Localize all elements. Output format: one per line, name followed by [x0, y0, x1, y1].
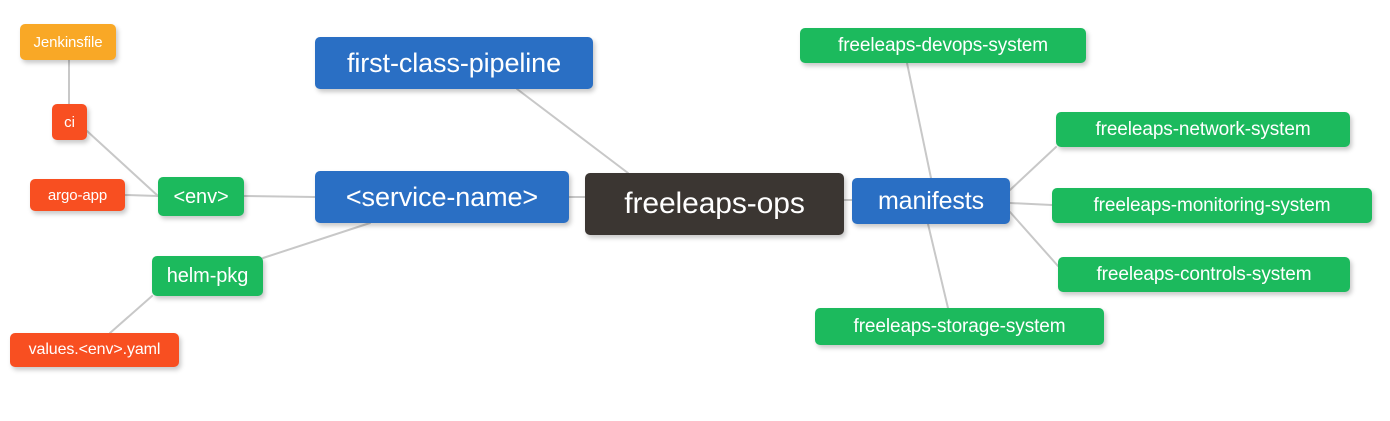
node-label: first-class-pipeline — [346, 47, 562, 78]
mindmap-node-first-class-pipeline[interactable]: first-class-pipeline — [315, 37, 593, 89]
node-label: ci — [64, 113, 75, 131]
node-label: <env> — [173, 185, 229, 208]
node-label: argo-app — [47, 186, 108, 204]
edge-manifests-to-network-system — [1009, 146, 1057, 191]
mindmap-node-devops-system[interactable]: freeleaps-devops-system — [800, 28, 1086, 63]
mindmap-node-jenkinsfile[interactable]: Jenkinsfile — [20, 24, 116, 60]
mindmap-node-service-name[interactable]: <service-name> — [315, 171, 569, 223]
mindmap-node-storage-system[interactable]: freeleaps-storage-system — [815, 308, 1104, 345]
node-label: values.<env>.yaml — [28, 341, 161, 358]
mindmap-node-monitoring-system[interactable]: freeleaps-monitoring-system — [1052, 188, 1372, 223]
mindmap-node-values-yaml[interactable]: values.<env>.yaml — [10, 333, 179, 367]
mindmap-node-controls-system[interactable]: freeleaps-controls-system — [1058, 257, 1350, 292]
edge-argo-app-to-env — [124, 194, 159, 197]
edge-manifests-to-devops-system — [906, 62, 932, 179]
node-label: helm-pkg — [166, 265, 249, 287]
edge-manifests-to-monitoring-system — [1009, 202, 1053, 206]
edge-values-yaml-to-helm-pkg — [109, 295, 153, 334]
edge-env-to-service-name — [243, 195, 316, 198]
edge-first-class-pipeline-to-freeleaps-ops — [516, 88, 629, 174]
node-label: freeleaps-network-system — [1095, 119, 1311, 140]
node-label: freeleaps-storage-system — [853, 316, 1066, 337]
mindmap-node-helm-pkg[interactable]: helm-pkg — [152, 256, 263, 296]
mindmap-node-ci[interactable]: ci — [52, 104, 87, 140]
edge-manifests-to-storage-system — [927, 223, 949, 309]
node-label: freeleaps-monitoring-system — [1093, 195, 1331, 216]
mindmap-node-freeleaps-ops[interactable]: freeleaps-ops — [585, 173, 844, 235]
edge-manifests-to-controls-system — [1009, 211, 1059, 267]
mindmap-node-env[interactable]: <env> — [158, 177, 244, 216]
node-label: freeleaps-ops — [624, 187, 805, 220]
node-label: Jenkinsfile — [33, 33, 103, 51]
mindmap-node-manifests[interactable]: manifests — [852, 178, 1010, 224]
node-label: <service-name> — [345, 181, 539, 212]
node-label: manifests — [877, 186, 985, 215]
node-label: freeleaps-devops-system — [838, 35, 1048, 56]
mindmap-node-argo-app[interactable]: argo-app — [30, 179, 125, 211]
edge-helm-pkg-to-service-name — [262, 222, 371, 259]
node-label: freeleaps-controls-system — [1096, 264, 1312, 285]
mindmap-node-network-system[interactable]: freeleaps-network-system — [1056, 112, 1350, 147]
